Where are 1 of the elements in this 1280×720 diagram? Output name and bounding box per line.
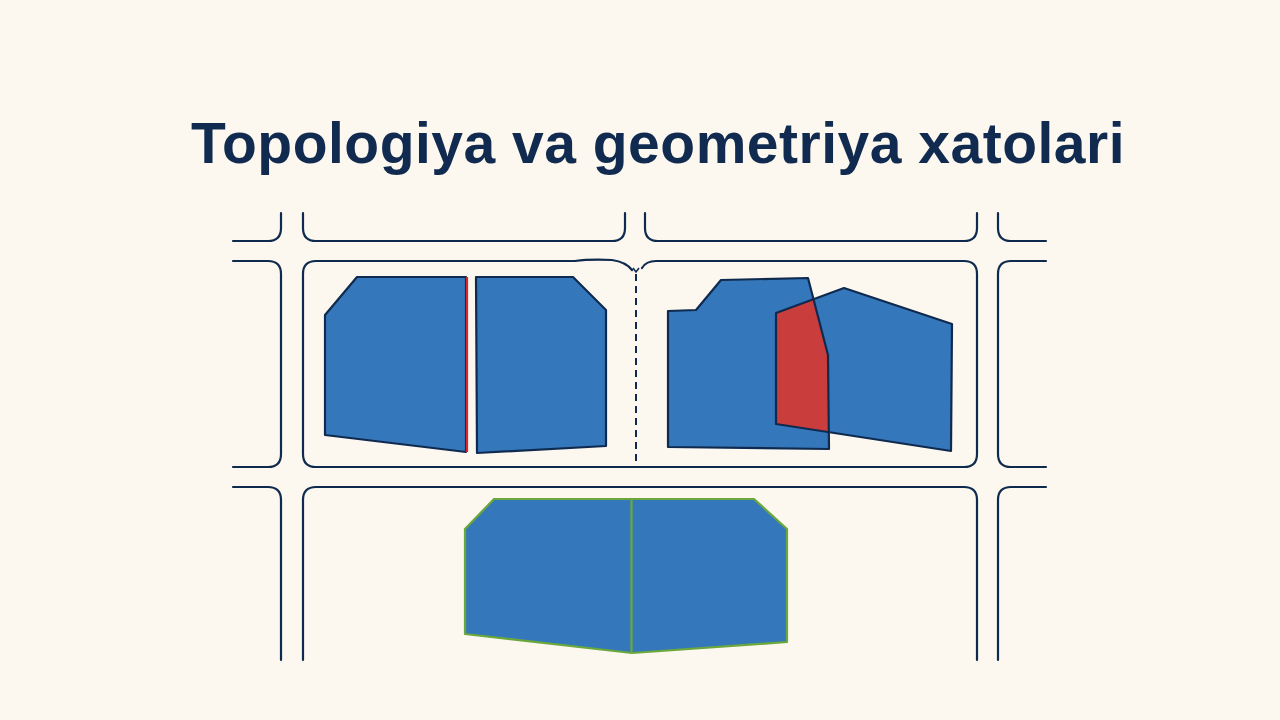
diagram-title: Topologiya va geometriya xatolari <box>190 110 1125 177</box>
